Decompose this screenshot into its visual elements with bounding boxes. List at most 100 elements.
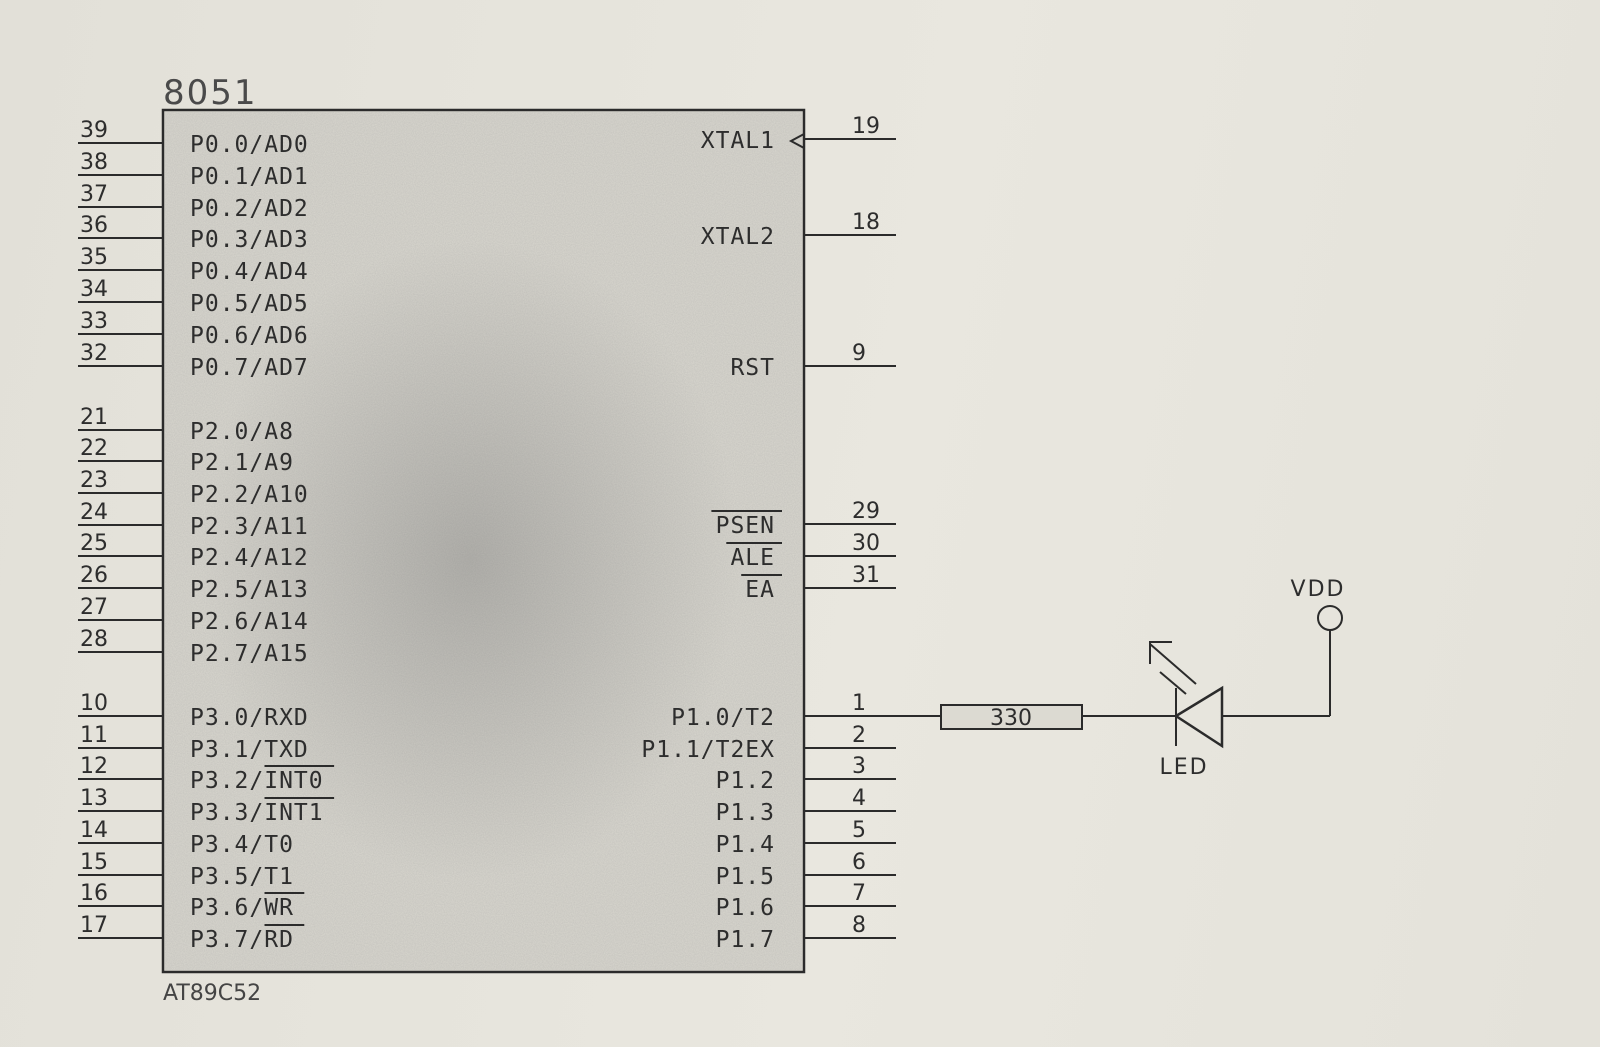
pin-label-p0-2-ad2: P0.2/AD2 [190,196,309,222]
right-pin-7: 7P1.6 [716,881,896,921]
led-circuit: 330 LED VDD [896,577,1343,780]
pin-label-p3-2-int0: P3.2/INT0 [190,768,324,794]
pin-number: 19 [852,114,880,139]
pin-label-p2-3-a11: P2.3/A11 [190,514,309,540]
led-emission-arrow-1 [1149,643,1197,685]
pin-label-p0-3-ad3: P0.3/AD3 [190,227,309,253]
pin-label-p1-1-t2ex: P1.1/T2EX [641,737,775,763]
pin-number: 4 [852,786,866,811]
right-pin-5: 5P1.4 [716,818,896,858]
right-pin-3: 3P1.2 [716,754,896,794]
pin-number: 13 [80,786,108,811]
right-pin-6: 6P1.5 [716,850,896,890]
chip-part-number: AT89C52 [163,981,261,1006]
pin-label-p0-0-ad0: P0.0/AD0 [190,132,309,158]
pin-number: 32 [80,341,108,366]
pin-number: 39 [80,118,108,143]
right-pin-8: 8P1.7 [716,913,896,953]
pin-number: 11 [80,723,108,748]
pin-label-p2-0-a8: P2.0/A8 [190,419,294,445]
resistor-value: 330 [990,706,1032,731]
chip-smudge [200,240,740,880]
pin-number: 25 [80,531,108,556]
pin-number: 16 [80,881,108,906]
pin-label-p3-4-t0: P3.4/T0 [190,832,294,858]
pin-label-psen: PSEN [716,513,775,539]
chip-title: 8051 [163,73,258,113]
pin-number: 17 [80,913,108,938]
pin-label-p3-7-rd: P3.7/RD [190,927,294,953]
left-pin-group: 39P0.0/AD038P0.1/AD137P0.2/AD236P0.3/AD3… [78,118,335,953]
pin-label-p3-6-wr: P3.6/WR [190,895,294,921]
pin-number: 14 [80,818,108,843]
pin-number: 33 [80,309,108,334]
pin-label-xtal1: XTAL1 [701,128,775,154]
pin-label-p0-4-ad4: P0.4/AD4 [190,259,309,285]
pin-label-p1-7: P1.7 [716,927,775,953]
pin-label-xtal2: XTAL2 [701,224,775,250]
pin-label-p3-5-t1: P3.5/T1 [190,864,294,890]
pin-number: 31 [852,563,880,588]
pin-number: 12 [80,754,108,779]
pin-number: 35 [80,245,108,270]
pin-label-p1-6: P1.6 [716,895,775,921]
pin-label-p2-7-a15: P2.7/A15 [190,641,309,667]
right-pin-1: 1P1.0/T2 [671,691,896,731]
pin-label-p1-3: P1.3 [716,800,775,826]
pin-number: 6 [852,850,866,875]
xtal1-input-arrow [788,133,805,149]
right-pin-2: 2P1.1/T2EX [641,723,896,763]
pin-number: 30 [852,531,880,556]
led-emission-arrow-2 [1159,671,1187,695]
pin-label-p2-1-a9: P2.1/A9 [190,450,294,476]
pin-label-rst: RST [730,355,775,381]
pin-number: 37 [80,182,108,207]
pin-label-p3-1-txd: P3.1/TXD [190,737,309,763]
led-emission-arrowhead [1149,641,1172,664]
led-label: LED [1159,755,1208,780]
pin-label-ale: ALE [730,545,775,571]
pin-number: 8 [852,913,866,938]
pin-number: 22 [80,436,108,461]
pin-label-p0-5-ad5: P0.5/AD5 [190,291,309,317]
pin-label-p1-4: P1.4 [716,832,775,858]
resistor [940,704,1083,730]
pin-number: 29 [852,499,880,524]
pin-number: 5 [852,818,866,843]
pin-number: 24 [80,500,108,525]
pin-number: 10 [80,691,108,716]
pin-number: 26 [80,563,108,588]
vdd-terminal [1317,605,1343,631]
pin-label-p1-5: P1.5 [716,864,775,890]
pin-label-p1-2: P1.2 [716,768,775,794]
pin-number: 9 [852,341,866,366]
pin-label-p0-7-ad7: P0.7/AD7 [190,355,309,381]
pin-number: 21 [80,405,108,430]
pin-number: 3 [852,754,866,779]
pin-label-p3-3-int1: P3.3/INT1 [190,800,324,826]
pin-number: 34 [80,277,108,302]
